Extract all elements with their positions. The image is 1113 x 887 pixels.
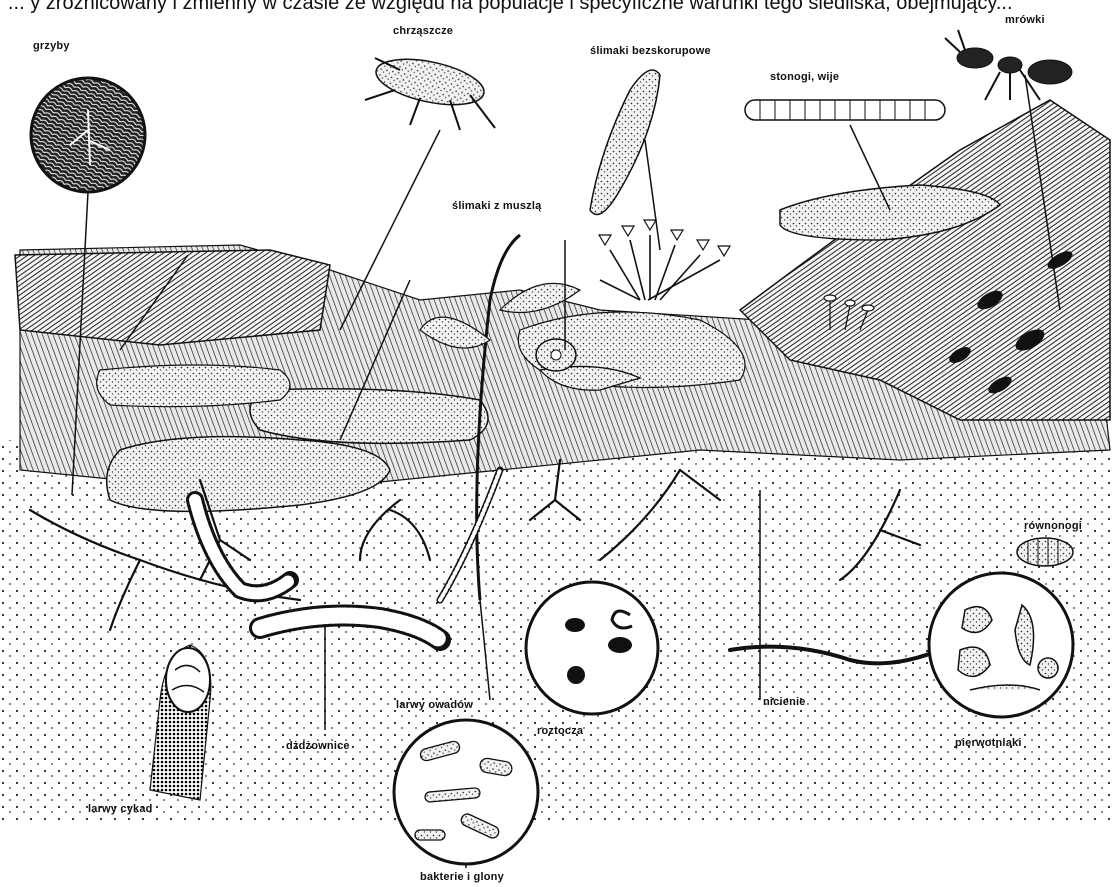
isopod-illustration	[1017, 538, 1073, 566]
label-nicienie: nicienie	[763, 696, 806, 708]
label-dzdzownice: dżdżownice	[286, 740, 350, 752]
label-roztocza: roztocza	[537, 725, 583, 737]
label-chrzaszcze: chrząszcze	[393, 25, 453, 37]
label-rownonogi: równonogi	[1024, 520, 1082, 532]
fallen-log	[15, 250, 330, 345]
label-bakterie-i-glony: bakterie i glony	[420, 871, 504, 883]
label-grzyby: grzyby	[33, 40, 70, 52]
label-stonogi-wije: stonogi, wije	[770, 71, 839, 83]
label-larwy-owadow: larwy owadów	[396, 699, 473, 711]
millipede-illustration	[745, 100, 945, 120]
protozoa-magnified-circle	[929, 573, 1073, 717]
mites-magnified-circle	[526, 582, 658, 714]
label-slimaki-bezskorupowe: ślimaki bezskorupowe	[590, 45, 711, 57]
label-larwy-cykad: larwy cykad	[88, 803, 153, 815]
label-pierwotniaki: pierwotniaki	[955, 737, 1022, 749]
label-slimaki-z-muszla: ślimaki z muszlą	[452, 200, 541, 212]
label-mrowki: mrówki	[1005, 14, 1045, 26]
ant-illustration	[945, 30, 1072, 100]
slug-illustration	[590, 70, 660, 215]
beetle-illustration	[365, 51, 495, 130]
